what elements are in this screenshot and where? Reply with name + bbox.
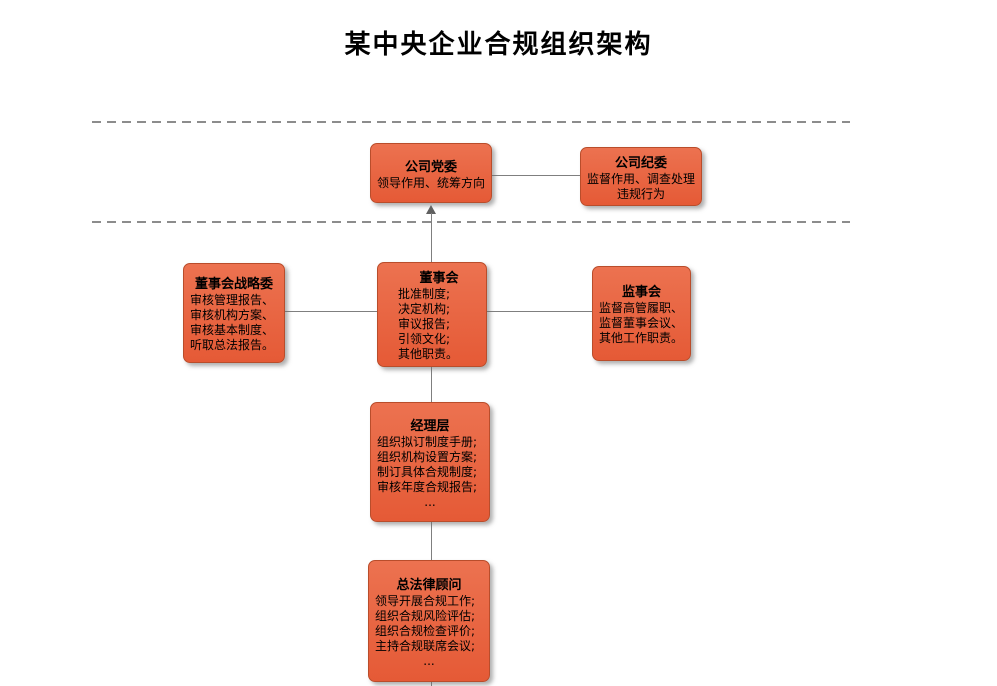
node-board-of-directors: 董事会 批准制度; 决定机构; 审议报告; 引领文化; 其他职责。 (377, 262, 487, 367)
node-line: 主持合规联席会议; (375, 638, 476, 653)
page-title: 某中央企业合规组织架构 (344, 30, 653, 60)
node-line: 组织拟订制度手册; (377, 434, 478, 449)
node-line: 监督高管履职、 (599, 301, 684, 315)
connector-board-managers (431, 367, 432, 402)
node-line: 组织合规风险评估; (375, 608, 476, 623)
connector-party-discipline (492, 175, 580, 176)
node-line: 监督董事会议、 (599, 316, 684, 330)
node-title: 总法律顾问 (396, 577, 462, 593)
node-line: 审核管理报告、 (190, 293, 275, 307)
dashed-separator-middle (92, 221, 850, 223)
node-title: 监事会 (621, 285, 661, 300)
node-line: 领导作用、统筹方向 (377, 175, 486, 190)
connector-counsel-below (431, 682, 432, 686)
node-line: 审核年度合规报告; (377, 479, 478, 494)
node-line: 审核基本制度、 (190, 323, 275, 337)
node-supervisory-board: 监事会 监督高管履职、 监督董事会议、 其他工作职责。 (592, 266, 691, 361)
connector-managers-counsel (431, 522, 432, 560)
dashed-separator-top (92, 121, 850, 123)
node-party-committee: 公司党委 领导作用、统筹方向 (370, 143, 492, 203)
node-title: 董事会 (419, 271, 459, 286)
node-title: 公司纪委 (614, 155, 667, 171)
connector-board-supervisors (487, 311, 592, 312)
node-title: 董事会战略委 (194, 277, 273, 292)
node-title: 公司党委 (404, 159, 457, 175)
node-line: 审核机构方案、 (190, 308, 275, 322)
node-general-counsel: 总法律顾问 领导开展合规工作; 组织合规风险评估; 组织合规检查评价; 主持合规… (368, 560, 490, 682)
arrowhead-up-icon (426, 205, 436, 214)
node-line: 组织机构设置方案; (377, 449, 478, 464)
node-line: 审议报告; (398, 317, 451, 331)
node-line: 批准制度; (398, 287, 451, 301)
node-discipline-committee: 公司纪委 监督作用、调查处理 违规行为 (580, 147, 702, 206)
node-line: 违规行为 (616, 186, 665, 201)
node-line: 其他职责。 (398, 347, 459, 361)
node-line: 组织合规检查评价; (375, 623, 476, 638)
node-line: 领导开展合规工作; (375, 593, 476, 608)
node-line: 其他工作职责。 (599, 331, 684, 345)
node-line: 监督作用、调查处理 (587, 171, 696, 186)
node-line-ellipsis: ... (423, 653, 435, 668)
node-line: 制订具体合规制度; (377, 464, 478, 479)
connector-strategy-board (285, 311, 377, 312)
connector-board-party (431, 213, 432, 262)
node-strategy-committee: 董事会战略委 审核管理报告、 审核机构方案、 审核基本制度、 听取总法报告。 (183, 263, 285, 363)
node-title: 经理层 (410, 418, 450, 434)
node-line: 引领文化; (398, 332, 451, 346)
node-management-level: 经理层 组织拟订制度手册; 组织机构设置方案; 制订具体合规制度; 审核年度合规… (370, 402, 490, 522)
node-line-ellipsis: ... (424, 494, 436, 509)
node-line: 决定机构; (398, 302, 451, 316)
node-line: 听取总法报告。 (190, 338, 275, 352)
